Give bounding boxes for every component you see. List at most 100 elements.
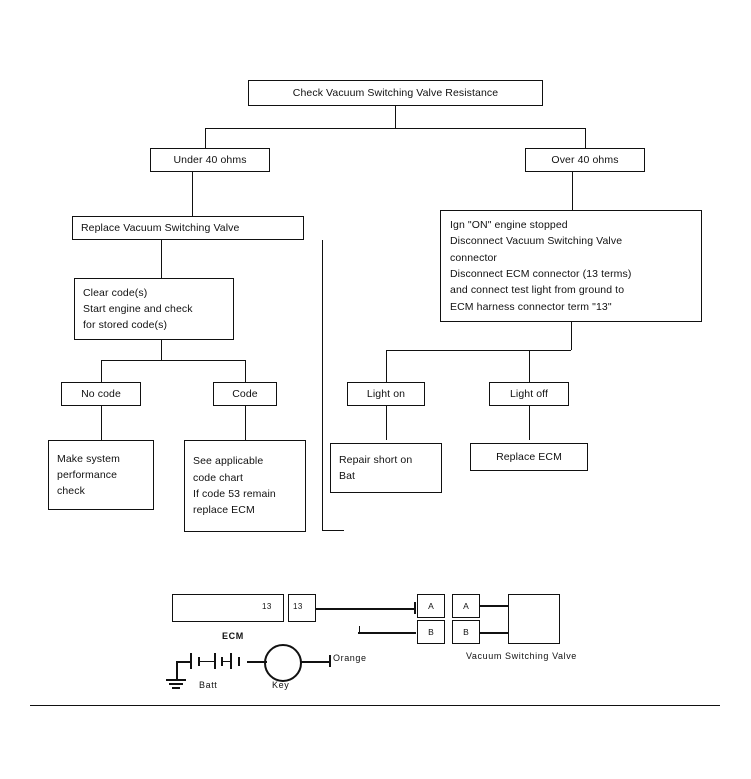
schematic-wire-a2-to-valve — [480, 605, 508, 607]
schematic-battery-plate-1 — [190, 653, 192, 669]
schematic-terminal-b2-label: B — [463, 627, 469, 637]
schematic-wire-key-to-orange — [294, 661, 330, 663]
see-code-chart-line-1: See applicable — [193, 455, 264, 468]
schematic-vacuum-switching-valve-box — [508, 594, 560, 644]
flow-node-see-code-chart: See applicable code chart If code 53 rem… — [184, 440, 306, 532]
schematic-ecm-box — [172, 594, 284, 622]
flow-node-over-40-label: Over 40 ohms — [551, 153, 619, 166]
connector-replace-vsv-to-clear-codes — [161, 240, 162, 278]
schematic-wire-13-to-a-tip — [414, 602, 416, 614]
schematic-valve-label: Vacuum Switching Valve — [466, 651, 577, 661]
instruction-line-3: connector — [450, 251, 498, 264]
clear-codes-line-2: Start engine and check — [83, 302, 193, 315]
flow-node-make-system-check: Make system performance check — [48, 440, 154, 510]
schematic-battery-label: Batt — [199, 680, 218, 690]
schematic-battery-plate-3 — [214, 653, 216, 669]
schematic-wire-orange-to-b1 — [358, 632, 416, 634]
flow-node-light-on-label: Light on — [366, 387, 406, 400]
schematic-terminal-b1: B — [417, 620, 445, 644]
repair-short-line-2: Bat — [339, 470, 356, 482]
schematic-wire-orange-riser — [359, 626, 360, 634]
flow-node-replace-ecm: Replace ECM — [470, 443, 588, 471]
connector-to-code — [245, 360, 246, 382]
instruction-line-4: Disconnect ECM connector (13 terms) — [450, 268, 632, 280]
schematic-ground-bar-3 — [172, 687, 180, 689]
connector-no-code-to-result — [101, 406, 102, 440]
flow-node-code-label: Code — [232, 387, 258, 400]
schematic-terminal-b2: B — [452, 620, 480, 644]
connector-instructions-stem — [571, 322, 572, 350]
schematic-wire-13-to-a — [316, 608, 416, 610]
schematic-ground-bar-1 — [166, 679, 186, 681]
schematic-ecm-label: ECM — [222, 631, 244, 641]
flow-node-clear-codes: Clear code(s) Start engine and check for… — [74, 278, 234, 340]
schematic-terminal-b1-label: B — [428, 627, 434, 637]
connector-light-split-bar — [386, 350, 571, 351]
flow-node-light-off-label: Light off — [509, 387, 549, 400]
connector-over-to-instructions — [572, 172, 573, 210]
connector-long-right-run — [322, 240, 323, 530]
flow-node-replace-vsv: Replace Vacuum Switching Valve — [72, 216, 304, 240]
flow-node-ign-on-instructions: Ign "ON" engine stopped Disconnect Vacuu… — [440, 210, 702, 322]
schematic-battery-plate-6 — [238, 657, 240, 666]
make-system-check-line-2: performance — [57, 468, 118, 481]
flow-node-replace-ecm-label: Replace ECM — [496, 450, 562, 463]
schematic-connector-13-box — [288, 594, 316, 622]
instruction-line-5: and connect test light from ground to — [450, 284, 625, 297]
flow-node-root-label: Check Vacuum Switching Valve Resistance — [292, 86, 499, 99]
flow-node-light-on: Light on — [347, 382, 425, 406]
schematic-ground-bar-2 — [169, 683, 183, 685]
connector-to-no-code — [101, 360, 102, 382]
connector-long-run-foot — [322, 530, 344, 531]
connector-codes-split-bar — [101, 360, 245, 361]
schematic-terminal-a1-label: A — [428, 601, 434, 611]
flow-node-light-off: Light off — [489, 382, 569, 406]
schematic-terminal-a1: A — [417, 594, 445, 618]
schematic-wire-b2-to-valve — [480, 632, 508, 634]
schematic-key-switch — [264, 644, 302, 682]
connector-to-light-on — [386, 350, 387, 382]
instruction-line-6: ECM harness connector term "13" — [450, 300, 612, 313]
see-code-chart-line-3: If code 53 remain — [193, 488, 276, 500]
flow-node-replace-vsv-label: Replace Vacuum Switching Valve — [81, 221, 240, 234]
make-system-check-line-1: Make system — [57, 452, 120, 465]
connector-root-stem — [395, 106, 396, 128]
connector-to-under — [205, 128, 206, 148]
flow-node-over-40-ohms: Over 40 ohms — [525, 148, 645, 172]
connector-to-over — [585, 128, 586, 148]
instruction-line-2: Disconnect Vacuum Switching Valve — [450, 235, 623, 248]
flow-node-under-40-ohms: Under 40 ohms — [150, 148, 270, 172]
schematic-terminal-a2: A — [452, 594, 480, 618]
schematic-wire-battery-to-key — [247, 661, 267, 663]
flow-node-repair-short: Repair short on Bat — [330, 443, 442, 493]
connector-clear-codes-stem — [161, 340, 162, 360]
connector-under-to-replace-vsv — [192, 172, 193, 216]
page-footer-rule — [30, 705, 720, 706]
flow-node-no-code-label: No code — [81, 387, 121, 400]
schematic-key-label: Key — [272, 680, 290, 690]
schematic-battery-plate-5 — [230, 653, 232, 669]
schematic-battery-link-2 — [221, 661, 231, 662]
schematic-ecm-terminal-number: 13 — [262, 602, 272, 611]
schematic-wire-battery-left — [176, 661, 190, 663]
make-system-check-line-3: check — [57, 485, 85, 498]
see-code-chart-line-2: code chart — [193, 471, 244, 484]
schematic-connector-terminal-number: 13 — [293, 602, 303, 611]
schematic-ground-riser — [176, 661, 178, 679]
flow-node-no-code: No code — [61, 382, 141, 406]
flow-node-root: Check Vacuum Switching Valve Resistance — [248, 80, 543, 106]
clear-codes-line-1: Clear code(s) — [83, 286, 148, 299]
instruction-line-1: Ign "ON" engine stopped — [450, 219, 568, 232]
clear-codes-line-3: for stored code(s) — [83, 319, 168, 332]
connector-light-off-to-result — [529, 406, 530, 440]
connector-split-bar — [205, 128, 585, 129]
connector-light-on-to-result — [386, 406, 387, 440]
see-code-chart-line-4: replace ECM — [193, 504, 255, 517]
flow-node-under-40-label: Under 40 ohms — [173, 153, 247, 166]
connector-code-to-result — [245, 406, 246, 440]
schematic-wire-color-label: Orange — [333, 653, 367, 663]
connector-to-light-off — [529, 350, 530, 382]
flow-node-code: Code — [213, 382, 277, 406]
schematic-wire-orange-tick — [329, 655, 331, 667]
